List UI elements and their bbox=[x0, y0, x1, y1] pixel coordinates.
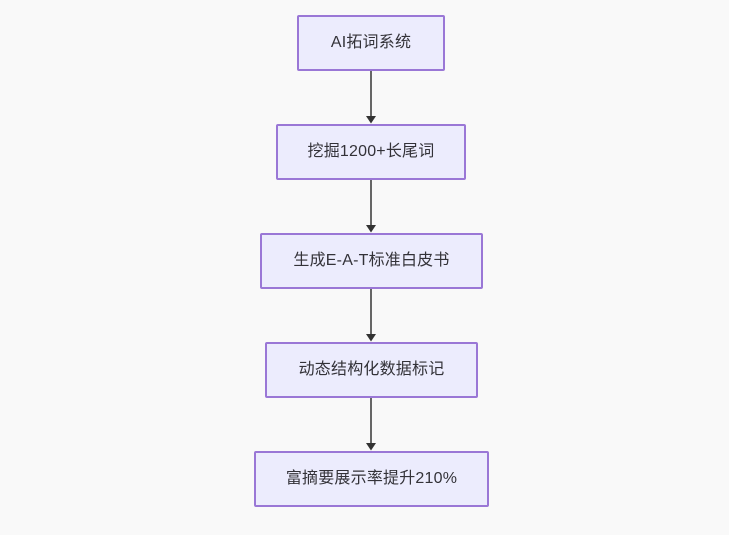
flow-node-label: 挖掘1200+长尾词 bbox=[307, 143, 435, 161]
flow-node[interactable]: 富摘要展示率提升210% bbox=[254, 451, 489, 507]
flow-node-label: 动态结构化数据标记 bbox=[298, 361, 445, 379]
flow-node-label: AI拓词系统 bbox=[330, 34, 412, 52]
flow-node-label: 生成E-A-T标准白皮书 bbox=[293, 252, 450, 270]
flow-edge bbox=[361, 289, 381, 342]
flow-node-label: 富摘要展示率提升210% bbox=[285, 470, 458, 488]
flow-node[interactable]: 动态结构化数据标记 bbox=[265, 342, 478, 398]
flow-node[interactable]: 生成E-A-T标准白皮书 bbox=[260, 233, 483, 289]
flow-node[interactable]: AI拓词系统 bbox=[297, 15, 445, 71]
flow-edge bbox=[361, 180, 381, 233]
flow-node[interactable]: 挖掘1200+长尾词 bbox=[276, 124, 466, 180]
flow-edge bbox=[361, 71, 381, 124]
flow-edge bbox=[361, 398, 381, 451]
